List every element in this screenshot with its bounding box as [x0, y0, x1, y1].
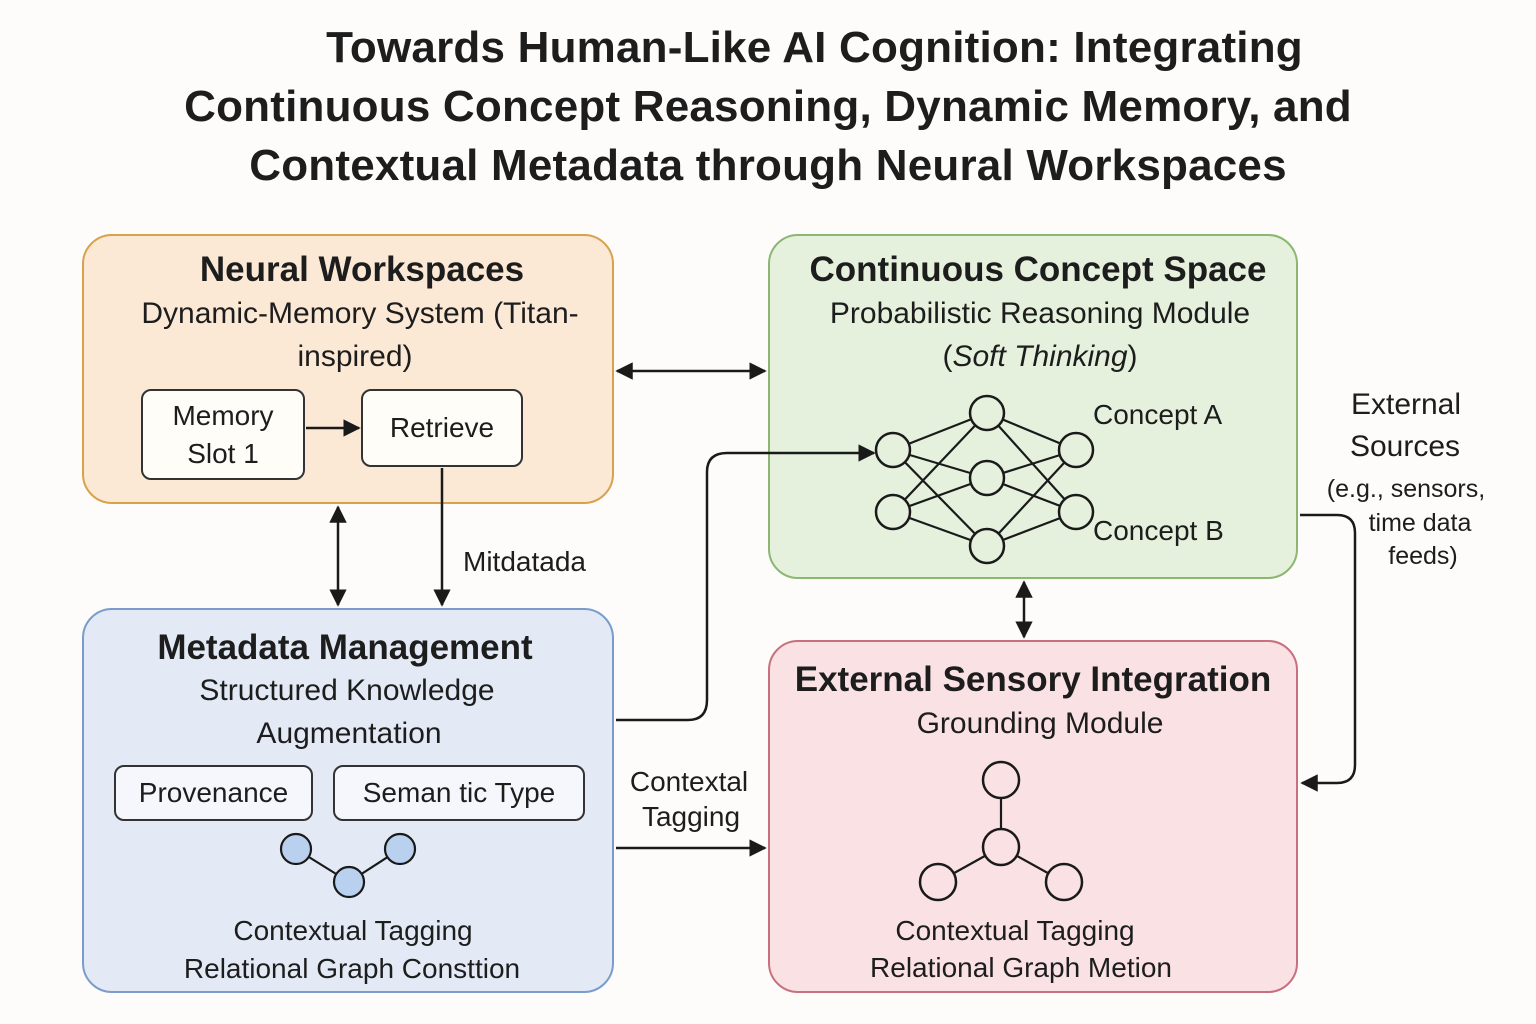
paren-open: (	[942, 340, 953, 373]
metadata-graph-node	[332, 865, 366, 899]
nn-input-node	[874, 493, 912, 531]
nn-output-node	[1057, 431, 1095, 469]
external-sources-arrow	[1300, 513, 1357, 792]
neural-workspaces-heading: Neural Workspaces	[199, 250, 525, 289]
continuous-concept-heading: Continuous Concept Space	[809, 250, 1267, 289]
nn-edge	[892, 412, 988, 513]
concept-a-label: Concept A	[1093, 399, 1223, 430]
external-sensory-subtitle: Grounding Module	[916, 707, 1164, 740]
contextal-label-2: Tagging	[641, 801, 741, 832]
external-sources-label-1: External	[1350, 388, 1462, 421]
semantic-type-label: Seman tic Type	[362, 777, 556, 808]
retrieve-box: Retrieve	[361, 389, 523, 467]
external-sources-label-3: (e.g., sensors,	[1326, 475, 1486, 503]
paren-close: )	[1127, 340, 1138, 373]
neural-workspaces-subtitle-2: inspired)	[297, 340, 413, 373]
soft-thinking-label: Soft Thinking	[952, 340, 1128, 373]
metadata-caption-2: Relational Graph Consttion	[183, 953, 521, 984]
external-sensory-heading: External Sensory Integration	[794, 660, 1272, 699]
continuous-concept-subtitle-1: Probabilistic Reasoning Module	[829, 297, 1251, 330]
continuous-concept-subtitle-2: (Soft Thinking)	[942, 336, 1137, 378]
retrieve-label: Retrieve	[389, 412, 495, 443]
metadata-management-subtitle-1: Structured Knowledge	[199, 674, 495, 707]
nn-edge	[986, 449, 1077, 547]
mitdatada-label: Mitdatada	[463, 546, 586, 577]
provenance-label: Provenance	[138, 777, 289, 808]
metadata-graph-node	[383, 832, 417, 866]
sensory-caption-2: Relational Graph Metion	[870, 952, 1172, 983]
metadata-graph-node	[279, 832, 313, 866]
neural-workspaces-subtitle-1: Dynamic-Memory System (Titan-	[141, 297, 579, 330]
sensory-graph-node	[1044, 862, 1084, 902]
nn-hidden-node	[968, 394, 1006, 432]
external-sensory-panel	[768, 640, 1298, 993]
memory-slot-label-2: Slot 1	[187, 437, 259, 469]
semantic-type-box: Seman tic Type	[333, 765, 585, 821]
sensory-graph-node	[981, 760, 1021, 800]
metadata-management-subtitle-2: Augmentation	[256, 717, 442, 750]
external-sources-label-5: feeds)	[1388, 542, 1458, 570]
provenance-box: Provenance	[114, 765, 313, 821]
nn-output-node	[1057, 493, 1095, 531]
metadata-management-heading: Metadata Management	[157, 628, 533, 667]
title-line-1: Towards Human-Like AI Cognition: Integra…	[326, 23, 1303, 72]
nn-input-node	[874, 431, 912, 469]
diagram-title: Towards Human-Like AI Cognition: Integra…	[0, 18, 1536, 195]
sensory-graph-node	[981, 827, 1021, 867]
nn-edge	[986, 412, 1077, 513]
title-line-2: Continuous Concept Reasoning, Dynamic Me…	[184, 82, 1352, 131]
sensory-graph-node	[918, 862, 958, 902]
external-sources-label-2: Sources	[1349, 430, 1461, 463]
memory-slot-box: Memory Slot 1	[141, 389, 305, 480]
continuous-concept-panel	[768, 234, 1298, 579]
nn-edge	[892, 449, 988, 547]
title-line-3: Contextual Metadata through Neural Works…	[249, 141, 1287, 190]
memory-slot-label-1: Memory	[172, 399, 274, 431]
nn-hidden-node	[968, 459, 1006, 497]
concept-b-label: Concept B	[1093, 515, 1224, 546]
contextal-label-1: Contextal	[629, 766, 749, 797]
external-sources-label-4: time data	[1368, 509, 1472, 537]
metadata-caption-1: Contextual Tagging	[233, 915, 473, 946]
metadata-to-concept-arrow	[616, 444, 876, 722]
sensory-caption-1: Contextual Tagging	[895, 915, 1135, 946]
nn-hidden-node	[968, 527, 1006, 565]
